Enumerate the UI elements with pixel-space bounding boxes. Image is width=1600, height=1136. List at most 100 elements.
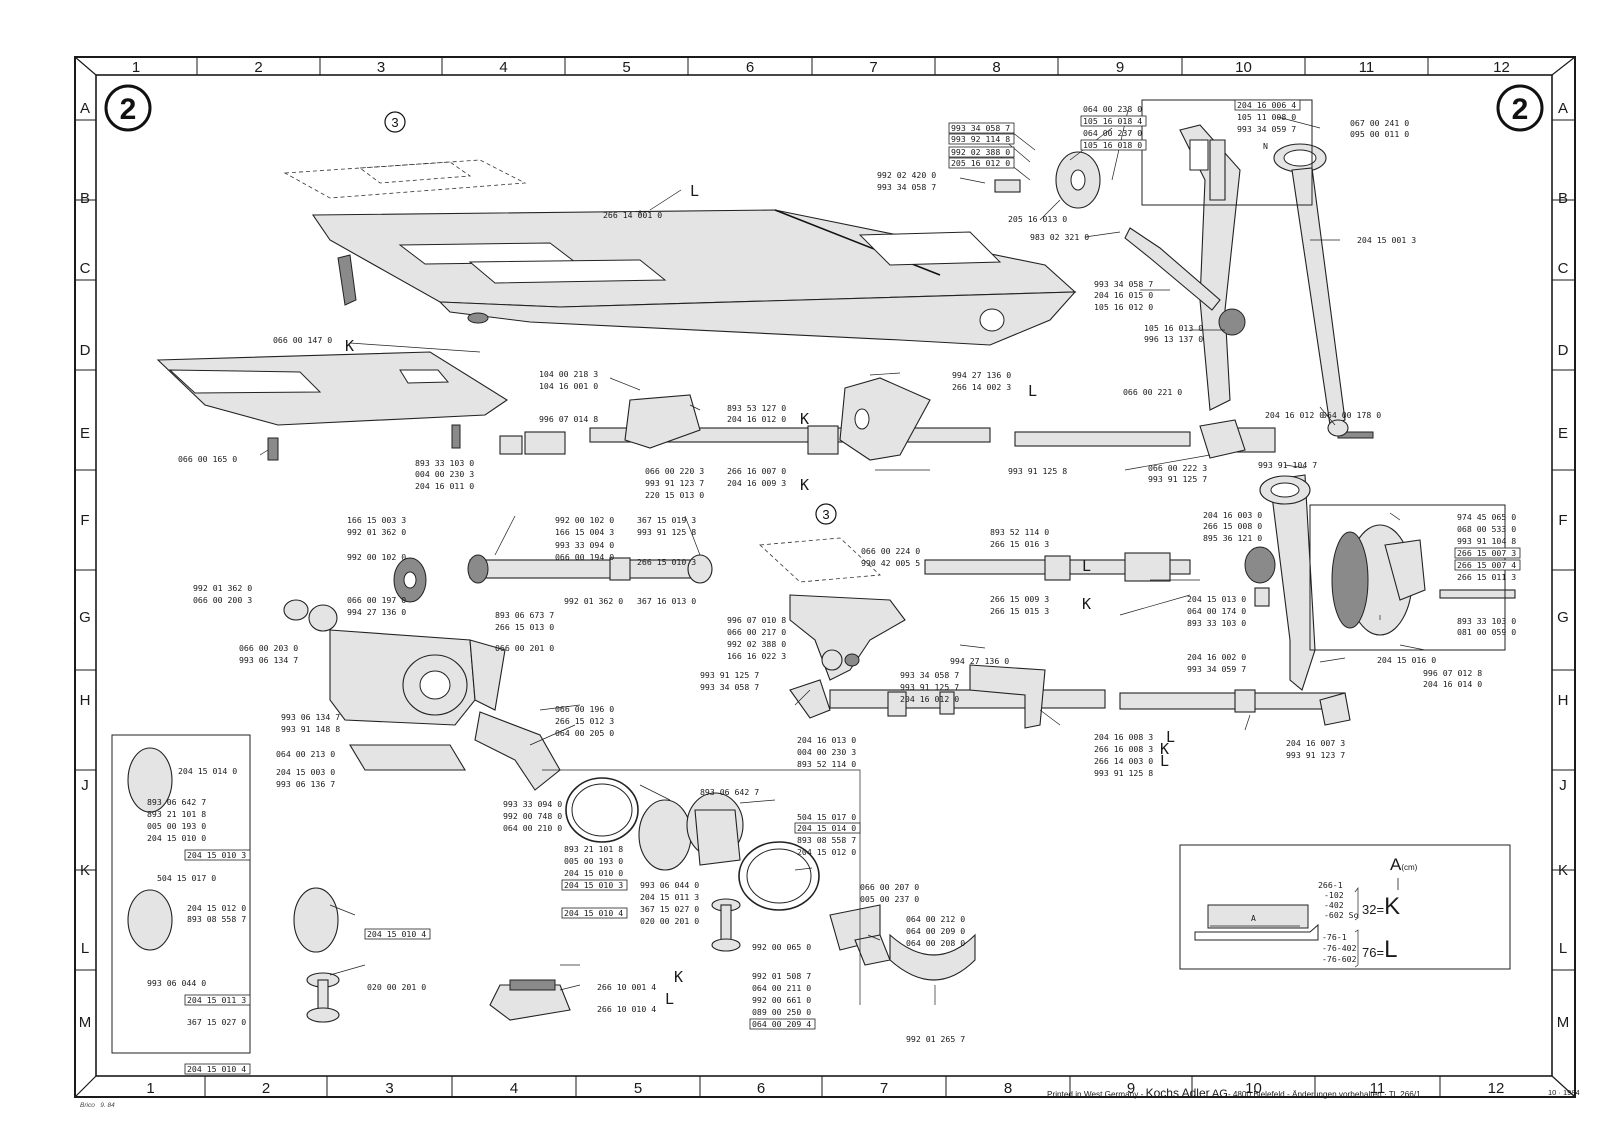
grid-row-label-left: L bbox=[81, 940, 89, 957]
part-number-label: 266 16 008 3 bbox=[1094, 744, 1153, 754]
grid-row-label-right: A bbox=[1558, 100, 1568, 117]
part-number-label: 996 07 012 8 bbox=[1423, 668, 1482, 678]
footer-left-note: Brico 9. 84 bbox=[80, 1102, 115, 1109]
part-number-label: 204 15 012 0 bbox=[797, 847, 856, 857]
footer-imprint: Printed in West Germany - Kochs Adler AG… bbox=[1047, 1086, 1421, 1100]
part-number-label: 266 15 009 3 bbox=[990, 594, 1049, 604]
variant-code-letter: K bbox=[345, 337, 354, 355]
grid-column-label-top: 7 bbox=[869, 59, 877, 76]
part-number-label: 066 00 220 3 bbox=[645, 466, 704, 476]
part-number-label: 893 06 673 7 bbox=[495, 610, 554, 620]
variant-code-letter: K bbox=[800, 410, 809, 428]
part-number-label: 204 16 012 0 bbox=[1265, 410, 1324, 420]
sheet-marker-right: 2 bbox=[1496, 84, 1544, 132]
part-number-label: 204 16 012 0 bbox=[727, 414, 786, 424]
part-number-box bbox=[1080, 115, 1147, 127]
hook-housing bbox=[329, 629, 561, 791]
part-number-label: 105 16 018 4 bbox=[1083, 116, 1142, 126]
part-number-label: 993 34 058 7 bbox=[951, 123, 1010, 133]
part-number-label: 204 16 002 0 bbox=[1187, 652, 1246, 662]
part-number-label: 893 06 642 7 bbox=[147, 797, 206, 807]
part-number-label: 204 16 011 0 bbox=[415, 481, 474, 491]
part-number-label: 993 91 104 8 bbox=[1457, 536, 1516, 546]
variant-code-letter: L bbox=[1028, 382, 1037, 400]
part-number-label: 064 00 212 0 bbox=[906, 914, 965, 924]
part-number-label: 992 01 362 0 bbox=[347, 527, 406, 537]
part-number-label: 992 00 102 0 bbox=[347, 552, 406, 562]
part-number-label: 066 00 222 3 bbox=[1148, 463, 1207, 473]
grid-column-label-top: 3 bbox=[377, 59, 385, 76]
grid-row-label-right: D bbox=[1558, 342, 1569, 359]
part-number-label: 064 00 178 0 bbox=[1322, 410, 1381, 420]
part-number-label: 993 91 125 8 bbox=[1008, 466, 1067, 476]
variant-code-letter: L bbox=[1166, 728, 1175, 746]
part-number-label: 204 16 009 3 bbox=[727, 478, 786, 488]
part-number-label: 992 02 388 0 bbox=[727, 639, 786, 649]
part-number-label: 205 16 012 0 bbox=[951, 158, 1010, 168]
part-number-label: 983 02 321 0 bbox=[1030, 232, 1089, 242]
part-number-label: 081 00 059 0 bbox=[1457, 627, 1516, 637]
footer-left-a: Brico bbox=[80, 1102, 95, 1109]
part-number-label: 166 15 003 3 bbox=[347, 515, 406, 525]
part-number-label: 893 21 101 8 bbox=[564, 844, 623, 854]
legend-group-l: -76-1 -76-402 -76-602 bbox=[1322, 932, 1357, 965]
part-number-label: 064 00 174 0 bbox=[1187, 606, 1246, 616]
part-number-label: 204 16 012 0 bbox=[900, 694, 959, 704]
detail-frame-center bbox=[542, 769, 861, 1005]
part-number-label: 266 14 001 0 bbox=[603, 210, 662, 220]
part-number-label: 204 15 010 4 bbox=[564, 908, 623, 918]
grid-column-label-bottom: 11 bbox=[1370, 1080, 1386, 1097]
part-number-label: 064 00 211 0 bbox=[752, 983, 811, 993]
grid-column-label-bottom: 12 bbox=[1488, 1080, 1505, 1097]
footer-left-b: 9. 84 bbox=[100, 1102, 115, 1109]
part-number-label: 266 14 003 0 bbox=[1094, 756, 1153, 766]
part-number-label: 992 01 508 7 bbox=[752, 971, 811, 981]
part-number-label: 993 91 125 8 bbox=[637, 527, 696, 537]
part-number-label: 064 00 237 0 bbox=[1083, 128, 1142, 138]
part-number-label: 993 34 058 7 bbox=[900, 670, 959, 680]
part-number-label: 068 00 533 0 bbox=[1457, 524, 1516, 534]
part-number-label: 104 00 218 3 bbox=[539, 369, 598, 379]
part-number-label: 095 00 011 0 bbox=[1350, 129, 1409, 139]
part-number-label: 893 08 558 7 bbox=[797, 835, 856, 845]
legend-k-item: -102 bbox=[1324, 890, 1344, 900]
part-number-label: 993 91 125 7 bbox=[900, 682, 959, 692]
grid-row-label-left: B bbox=[80, 190, 90, 207]
part-number-label: 993 91 123 7 bbox=[645, 478, 704, 488]
variant-code-letter: L bbox=[690, 182, 699, 200]
part-number-label: 266 10 001 4 bbox=[597, 982, 656, 992]
part-number-label: 105 16 013 0 bbox=[1144, 323, 1203, 333]
grid-column-label-top: 4 bbox=[499, 59, 507, 76]
part-number-label: 204 16 003 0 bbox=[1203, 510, 1262, 520]
part-number-box bbox=[948, 133, 1015, 145]
grid-row-label-right: M bbox=[1557, 1014, 1570, 1031]
part-number-label: 066 00 200 3 bbox=[193, 595, 252, 605]
grid-row-label-left: C bbox=[80, 260, 91, 277]
part-number-label: 205 16 013 0 bbox=[1008, 214, 1067, 224]
part-number-label: 993 91 125 7 bbox=[1148, 474, 1207, 484]
part-number-label: 893 06 642 7 bbox=[700, 787, 759, 797]
grid-row-label-right: K bbox=[1558, 862, 1568, 879]
part-number-label: 066 00 217 0 bbox=[727, 627, 786, 637]
part-number-label: 893 21 101 8 bbox=[147, 809, 206, 819]
legend-k-item: -602 So bbox=[1324, 910, 1359, 920]
throat-plate bbox=[156, 351, 509, 461]
grid-column-label-top: 10 bbox=[1235, 59, 1252, 76]
part-number-label: 266 10 010 4 bbox=[597, 1004, 656, 1014]
crank-lever bbox=[1179, 124, 1241, 411]
part-number-label: 994 27 136 0 bbox=[347, 607, 406, 617]
part-number-label: 204 15 011 3 bbox=[187, 995, 246, 1005]
grid-row-label-right: C bbox=[1558, 260, 1569, 277]
part-number-label: 204 15 016 0 bbox=[1377, 655, 1436, 665]
part-number-label: 064 00 209 0 bbox=[906, 926, 965, 936]
legend-k-item: -402 bbox=[1324, 900, 1344, 910]
part-number-label: 004 00 230 3 bbox=[797, 747, 856, 757]
part-number-label: 064 00 210 0 bbox=[503, 823, 562, 833]
part-number-label: 993 06 044 0 bbox=[147, 978, 206, 988]
grid-row-label-right: G bbox=[1557, 609, 1569, 626]
part-number-label: 504 15 017 0 bbox=[157, 873, 216, 883]
part-number-box bbox=[561, 907, 628, 919]
part-number-label: 204 16 007 3 bbox=[1286, 738, 1345, 748]
